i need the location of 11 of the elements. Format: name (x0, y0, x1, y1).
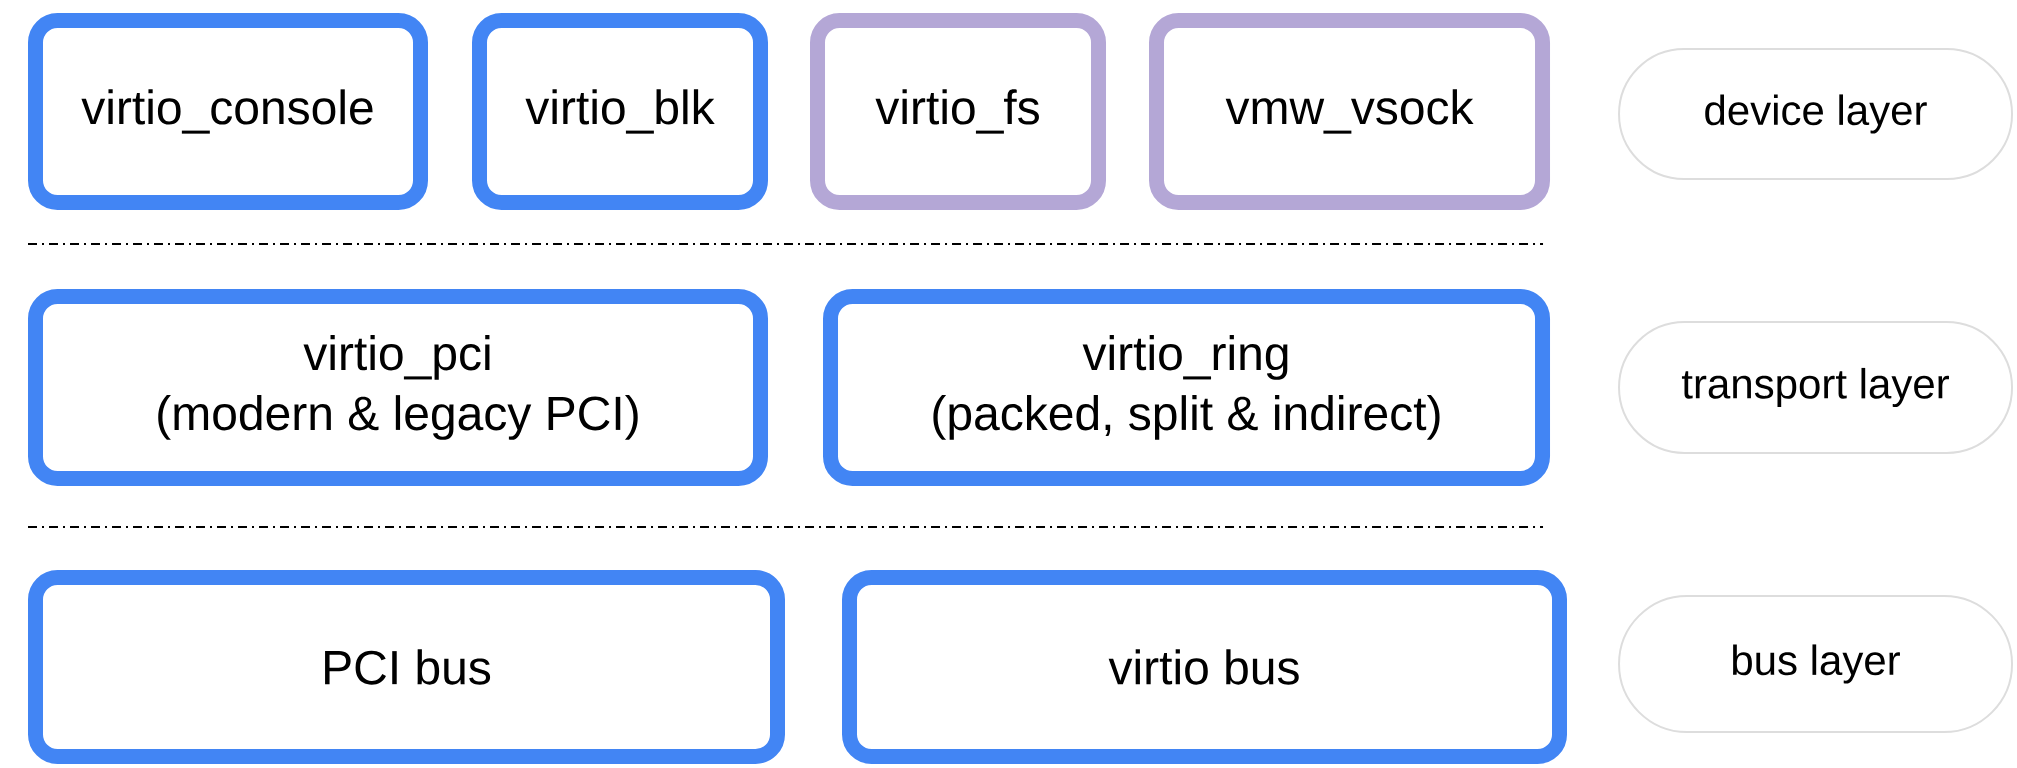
component-box: PCI bus (28, 570, 785, 764)
component-box: virtio_pci (modern & legacy PCI) (28, 289, 768, 486)
layer-label: transport layer (1618, 321, 2014, 454)
component-box: virtio_blk (472, 13, 768, 210)
layer-label: device layer (1618, 48, 2014, 180)
component-box: virtio_console (28, 13, 428, 210)
component-box: virtio bus (842, 570, 1567, 764)
component-box: virtio_ring (packed, split & indirect) (823, 289, 1550, 486)
component-box: vmw_vsock (1149, 13, 1550, 210)
layer-label: bus layer (1618, 595, 2014, 733)
component-box: virtio_fs (810, 13, 1106, 210)
